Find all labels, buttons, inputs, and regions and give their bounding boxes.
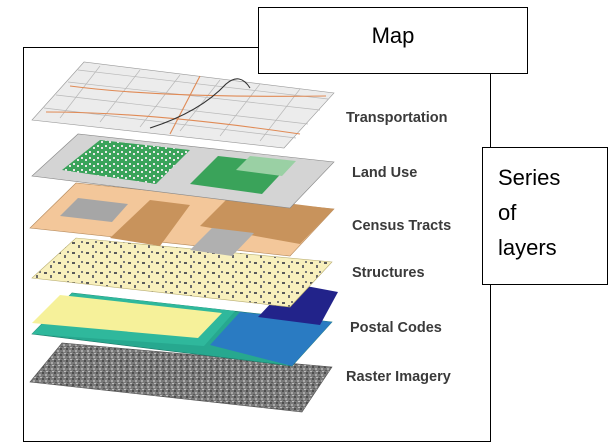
layer-label-raster-imagery: Raster Imagery (346, 369, 451, 385)
census-tracts-layer (29, 182, 335, 257)
series-of-layers-box: Series of layers (482, 147, 608, 285)
layer-label-census-tracts: Census Tracts (352, 218, 451, 234)
transportation-layer (31, 61, 335, 149)
layer-label-land-use: Land Use (352, 165, 417, 181)
raster-imagery-layer (29, 342, 333, 413)
map-title-box: Map (258, 7, 528, 74)
series-line-1: Series (498, 165, 561, 190)
series-line-3: layers (498, 235, 557, 260)
map-title-text: Map (371, 22, 415, 48)
structures-layer (31, 237, 333, 308)
postal-codes-layer (31, 283, 338, 367)
series-line-2: of (498, 200, 517, 225)
layer-label-transportation: Transportation (346, 110, 448, 126)
layer-label-postal-codes: Postal Codes (350, 320, 442, 336)
layer-label-structures: Structures (352, 265, 425, 281)
land-use-layer (31, 133, 335, 209)
